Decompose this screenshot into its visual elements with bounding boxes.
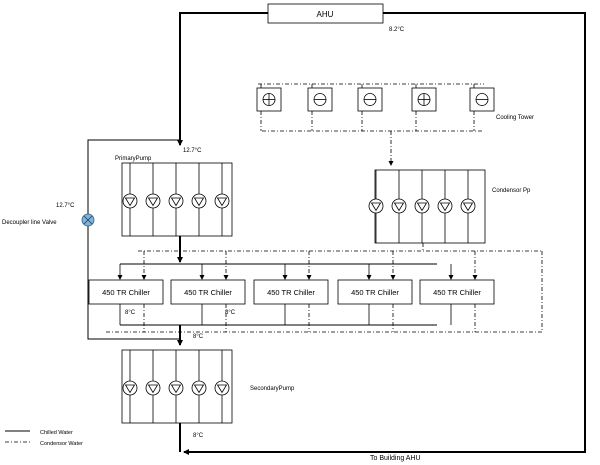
decoupler-label: Decoupler line Valve bbox=[2, 220, 57, 226]
pump-icon bbox=[391, 198, 407, 214]
legend-condensor-label: Condensor Water bbox=[40, 441, 83, 447]
cooling-tower-3[interactable] bbox=[357, 84, 383, 131]
chiller-temp-1: 8°C bbox=[125, 310, 136, 316]
cooling-tower-bank: Cooling Tower bbox=[256, 83, 534, 166]
cooling-tower-1[interactable] bbox=[256, 84, 282, 131]
chiller-4[interactable]: 450 TR Chiller bbox=[337, 251, 413, 332]
fan-icon bbox=[417, 93, 431, 106]
cooling-tower-5[interactable] bbox=[469, 84, 495, 131]
chiller-3[interactable]: 450 TR Chiller bbox=[253, 251, 329, 332]
fan-icon bbox=[363, 93, 377, 106]
chiller-temp-2: 8°C bbox=[225, 310, 236, 316]
condensor-pump-label: Condensor Pp bbox=[492, 188, 531, 194]
secondary-pump-bank: SecondaryPump 8°C To Building AHU bbox=[121, 349, 421, 462]
chiller-label: 450 TR Chiller bbox=[433, 288, 481, 297]
cooling-tower-4[interactable] bbox=[411, 84, 437, 131]
pump-icon bbox=[214, 193, 230, 209]
primary-pump-label: PrimaryPump bbox=[115, 156, 152, 162]
chiller-5[interactable]: 450 TR Chiller bbox=[419, 251, 495, 332]
secondary-pump-5[interactable] bbox=[214, 350, 230, 423]
fan-icon bbox=[313, 93, 327, 106]
primary-pump-1[interactable] bbox=[122, 163, 138, 236]
pump-icon bbox=[145, 380, 161, 396]
pump-icon bbox=[122, 193, 138, 209]
primary-inlet-temp: 12.7°C bbox=[183, 148, 202, 154]
condensor-pump-5[interactable] bbox=[460, 170, 476, 243]
chiller-label: 450 TR Chiller bbox=[351, 288, 399, 297]
main-chilled-water-loop bbox=[177, 12, 586, 455]
chiller-bank: 450 TR Chiller 450 TR Chiller 450 TR Chill… bbox=[88, 251, 495, 332]
condensor-pump-2[interactable] bbox=[391, 170, 407, 243]
primary-pump-2[interactable] bbox=[145, 163, 161, 236]
decoupler-temp: 12.7°C bbox=[56, 203, 75, 209]
primary-pump-3[interactable] bbox=[168, 163, 184, 236]
pump-icon bbox=[168, 193, 184, 209]
pump-icon bbox=[122, 380, 138, 396]
legend-chilled-label: Chilled Water bbox=[40, 430, 73, 436]
primary-pump-bank: 12.7°C PrimaryPump bbox=[115, 148, 233, 263]
pump-icon bbox=[145, 193, 161, 209]
pump-icon bbox=[214, 380, 230, 396]
primary-pump-5[interactable] bbox=[214, 163, 230, 236]
ahu-label: AHU bbox=[317, 10, 334, 19]
secondary-pump-label: SecondaryPump bbox=[250, 386, 295, 392]
pump-icon bbox=[368, 198, 384, 214]
outlet-temp: 8°C bbox=[193, 433, 204, 439]
secondary-pump-3[interactable] bbox=[168, 350, 184, 423]
pump-icon bbox=[414, 198, 430, 214]
legend: Chilled Water Condensor Water bbox=[5, 430, 83, 447]
decoupler-line: 12.7°C Decoupler line Valve bbox=[2, 139, 180, 340]
pump-icon bbox=[191, 380, 207, 396]
condensor-pump-3[interactable] bbox=[414, 170, 430, 243]
cooling-tower-2[interactable] bbox=[307, 84, 333, 131]
pump-icon bbox=[191, 193, 207, 209]
chiller-label: 450 TR Chiller bbox=[184, 288, 232, 297]
condensor-pump-4[interactable] bbox=[437, 170, 453, 243]
secondary-pump-1[interactable] bbox=[122, 350, 138, 423]
outlet-label: To Building AHU bbox=[370, 455, 421, 462]
secondary-pump-4[interactable] bbox=[191, 350, 207, 423]
ahu-supply-temp: 8.2°C bbox=[389, 27, 405, 33]
chiller-outlet-header: 8°C 8°C 8°C bbox=[120, 310, 437, 346]
chiller-label: 450 TR Chiller bbox=[267, 288, 315, 297]
chiller-2[interactable]: 450 TR Chiller bbox=[170, 251, 246, 332]
fan-icon bbox=[262, 93, 276, 106]
cooling-tower-label: Cooling Tower bbox=[496, 115, 534, 121]
pump-icon bbox=[168, 380, 184, 396]
chiller-1[interactable]: 450 TR Chiller bbox=[88, 251, 164, 332]
pump-icon bbox=[460, 198, 476, 214]
header-temp: 8°C bbox=[193, 334, 204, 340]
pump-icon bbox=[437, 198, 453, 214]
condensor-pump-1[interactable] bbox=[368, 170, 384, 243]
condensor-pump-bank: Condensor Pp bbox=[368, 169, 531, 251]
chiller-label: 450 TR Chiller bbox=[102, 288, 150, 297]
ahu-unit: AHU 8.2°C bbox=[267, 3, 405, 33]
fan-icon bbox=[475, 93, 489, 106]
secondary-pump-2[interactable] bbox=[145, 350, 161, 423]
primary-pump-4[interactable] bbox=[191, 163, 207, 236]
